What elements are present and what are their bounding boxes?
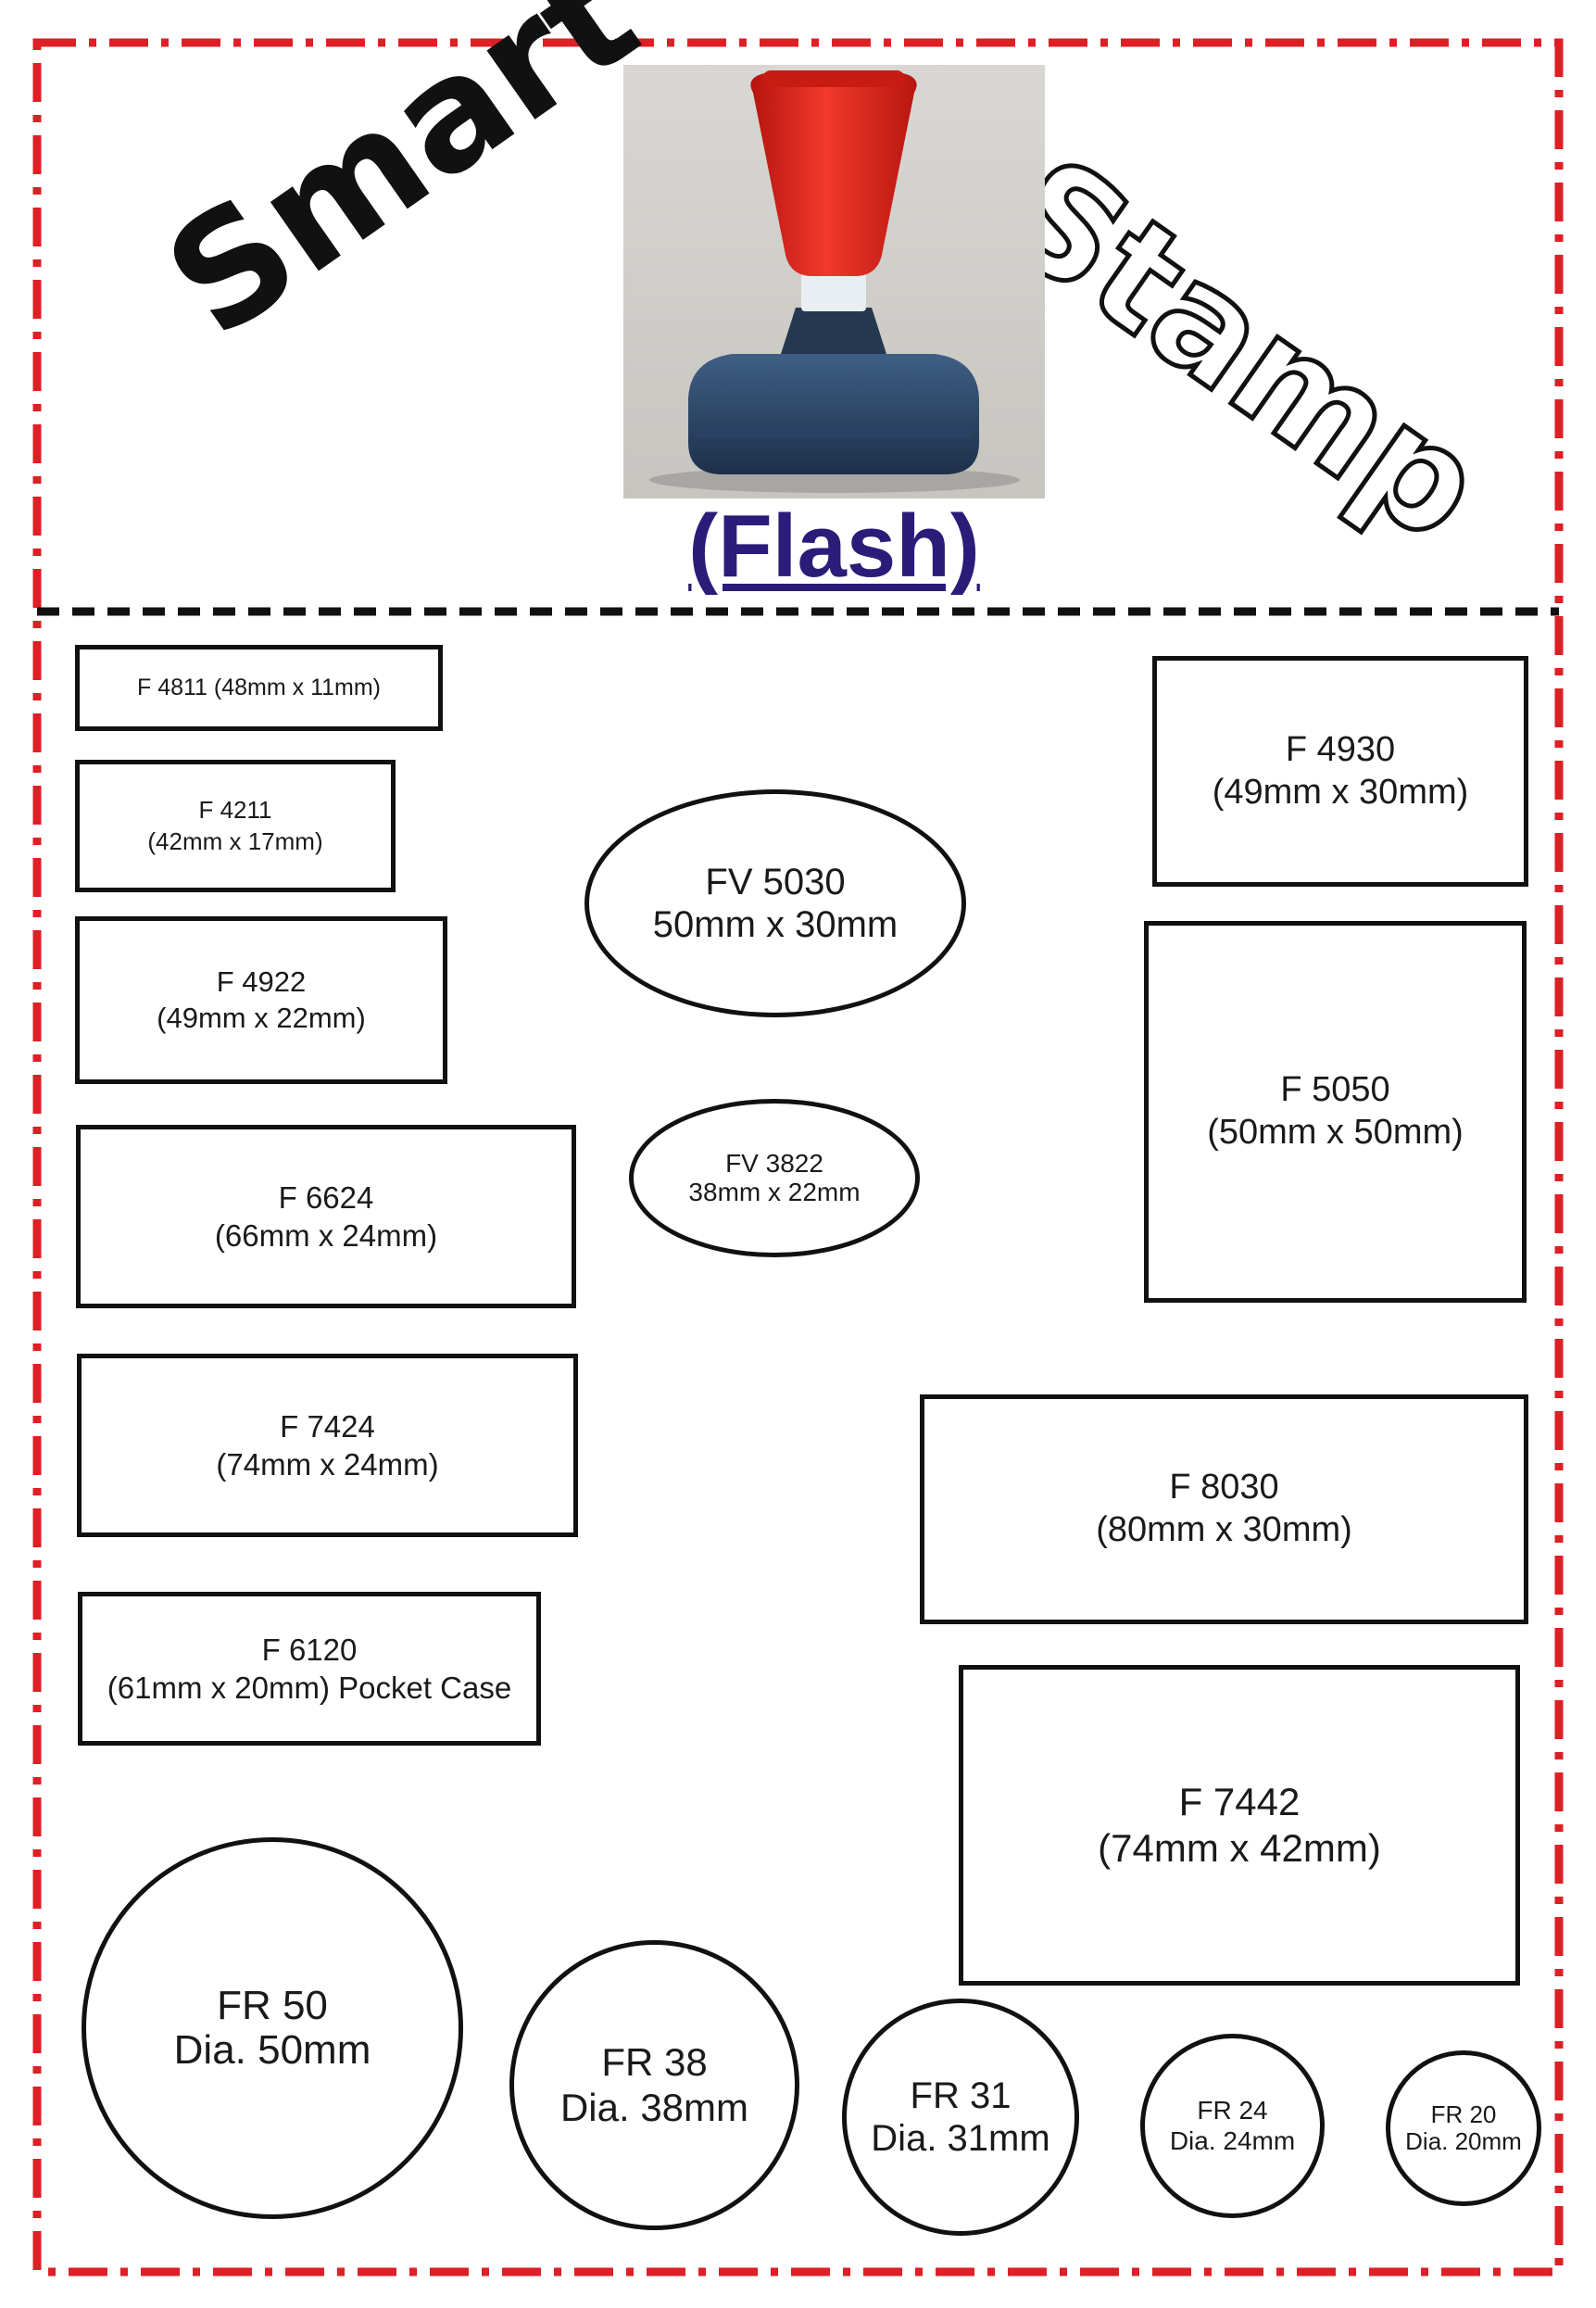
stamp-f5050-size: (50mm x 50mm) bbox=[1207, 1113, 1464, 1152]
stamp-f6624-model: F 6624 bbox=[278, 1179, 374, 1215]
dash-dot-border bbox=[32, 38, 1564, 2276]
stamp-f4930-size: (49mm x 30mm) bbox=[1212, 772, 1469, 812]
stamp-base-band bbox=[696, 424, 972, 439]
stamp-fr50-size: Dia. 50mm bbox=[173, 2027, 371, 2073]
stamp-fr38: FR 38 Dia. 38mm bbox=[509, 1940, 799, 2230]
stamp-fv5030: FV 5030 50mm x 30mm bbox=[584, 789, 966, 1017]
stamp-f4211-size: (42mm x 17mm) bbox=[147, 826, 323, 855]
stamp-f4922-size: (49mm x 22mm) bbox=[157, 1001, 366, 1034]
stamp-f4922-model: F 4922 bbox=[216, 965, 307, 998]
stamp-fr20: FR 20 Dia. 20mm bbox=[1386, 2050, 1541, 2206]
stamp-fv5030-size: 50mm x 30mm bbox=[652, 904, 899, 945]
stamp-f7424-model: F 7424 bbox=[280, 1408, 375, 1444]
flash-subtitle: (Flash) bbox=[688, 497, 980, 596]
stamp-product-photo bbox=[623, 65, 1045, 498]
stamp-f4211: F 4211 (42mm x 17mm) bbox=[75, 760, 396, 892]
stamp-f5050-model: F 5050 bbox=[1280, 1070, 1390, 1110]
stamp-fv3822: FV 3822 38mm x 22mm bbox=[629, 1099, 920, 1257]
stamp-fr31-model: FR 31 bbox=[910, 2075, 1012, 2116]
stamp-f5050: F 5050 (50mm x 50mm) bbox=[1144, 921, 1527, 1303]
stamp-fr50: FR 50 Dia. 50mm bbox=[82, 1837, 463, 2219]
stamp-fr24-model: FR 24 bbox=[1197, 2096, 1268, 2125]
stamp-f4811: F 4811 (48mm x 11mm) bbox=[75, 645, 443, 731]
stamp-f8030-size: (80mm x 30mm) bbox=[1096, 1510, 1352, 1549]
stamp-fr38-size: Dia. 38mm bbox=[559, 2085, 749, 2129]
stamp-handle-cap bbox=[762, 70, 905, 87]
stamp-fv3822-size: 38mm x 22mm bbox=[688, 1177, 861, 1206]
stamp-f7442-model: F 7442 bbox=[1178, 1779, 1301, 1823]
stamp-f7424: F 7424 (74mm x 24mm) bbox=[77, 1354, 578, 1537]
stamp-fr20-model: FR 20 bbox=[1430, 2100, 1497, 2129]
stamp-red-handle bbox=[750, 72, 917, 276]
stamp-f4922: F 4922 (49mm x 22mm) bbox=[75, 916, 447, 1084]
stamp-fr31: FR 31 Dia. 31mm bbox=[842, 1999, 1079, 2236]
stamp-f8030-model: F 8030 bbox=[1169, 1468, 1279, 1507]
stamp-f6120-size: (61mm x 20mm) Pocket Case bbox=[107, 1671, 512, 1705]
stamp-fr24: FR 24 Dia. 24mm bbox=[1140, 2034, 1325, 2218]
stamp-f6624: F 6624 (66mm x 24mm) bbox=[76, 1125, 576, 1308]
stamp-f6624-size: (66mm x 24mm) bbox=[214, 1218, 438, 1253]
stamp-fr38-model: FR 38 bbox=[601, 2040, 708, 2085]
stamp-f7424-size: (74mm x 24mm) bbox=[216, 1447, 439, 1482]
stamp-fr31-size: Dia. 31mm bbox=[871, 2118, 1050, 2159]
stamp-f8030: F 8030 (80mm x 30mm) bbox=[920, 1394, 1528, 1624]
stamp-base-collar bbox=[781, 308, 886, 354]
stamp-base bbox=[688, 354, 979, 474]
stamp-f4930-model: F 4930 bbox=[1285, 729, 1396, 769]
stamp-fr50-model: FR 50 bbox=[217, 1982, 328, 2028]
stamp-f6120: F 6120 (61mm x 20mm) Pocket Case bbox=[78, 1592, 541, 1746]
stamp-fv3822-model: FV 3822 bbox=[725, 1148, 823, 1178]
stamp-fr20-size: Dia. 20mm bbox=[1405, 2127, 1522, 2155]
stamp-f6120-model: F 6120 bbox=[261, 1632, 358, 1667]
stamp-f4211-model: F 4211 bbox=[198, 795, 272, 824]
stamp-fr24-size: Dia. 24mm bbox=[1169, 2125, 1296, 2155]
stamp-f4930: F 4930 (49mm x 30mm) bbox=[1152, 656, 1528, 887]
stamp-f7442-size: (74mm x 42mm) bbox=[1098, 1826, 1381, 1870]
stamp-fv5030-model: FV 5030 bbox=[705, 862, 846, 902]
stamp-f7442: F 7442 (74mm x 42mm) bbox=[959, 1665, 1520, 1986]
stamp-f4811-label: F 4811 (48mm x 11mm) bbox=[136, 675, 382, 700]
stamp-white-neck bbox=[801, 271, 866, 311]
